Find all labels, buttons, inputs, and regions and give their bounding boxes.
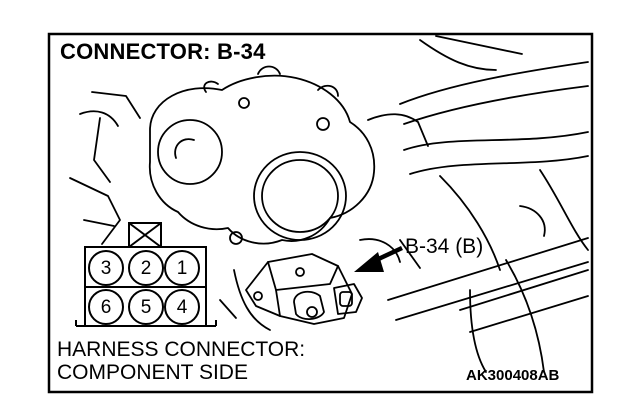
connector-face bbox=[75, 222, 217, 327]
pin-circle-6 bbox=[88, 289, 124, 325]
throttle-body-housing bbox=[148, 74, 376, 245]
figure-code: AK300408AB bbox=[466, 367, 560, 384]
callout-label: B-34 (B) bbox=[405, 235, 484, 258]
pin-circle-5 bbox=[128, 289, 164, 325]
engine-illustration bbox=[69, 35, 589, 373]
intake-port bbox=[253, 151, 347, 241]
pin-circle-2 bbox=[128, 250, 164, 286]
throttle-bore bbox=[157, 119, 223, 185]
pin-label-5: 5 bbox=[140, 297, 152, 318]
pin-label-3: 3 bbox=[100, 258, 112, 279]
pin-circle-1 bbox=[164, 250, 200, 286]
pipe-diagonal bbox=[387, 237, 589, 301]
caption-line-1: HARNESS CONNECTOR: bbox=[57, 338, 306, 361]
pin-label-2: 2 bbox=[140, 258, 152, 279]
pin-label-6: 6 bbox=[100, 297, 112, 318]
pin-circle-3 bbox=[88, 250, 124, 286]
diagram-title: CONNECTOR: B-34 bbox=[60, 39, 266, 64]
diagram-frame bbox=[47, 32, 594, 394]
callout-arrow bbox=[354, 245, 403, 272]
pin-circle-4 bbox=[164, 289, 200, 325]
pin-label-4: 4 bbox=[176, 297, 188, 318]
pin-label-1: 1 bbox=[176, 258, 188, 279]
caption-line-2: COMPONENT SIDE bbox=[57, 361, 248, 384]
hose-upper bbox=[399, 61, 589, 105]
hose-lower bbox=[403, 131, 589, 151]
sensor-connector-plug bbox=[333, 283, 363, 315]
